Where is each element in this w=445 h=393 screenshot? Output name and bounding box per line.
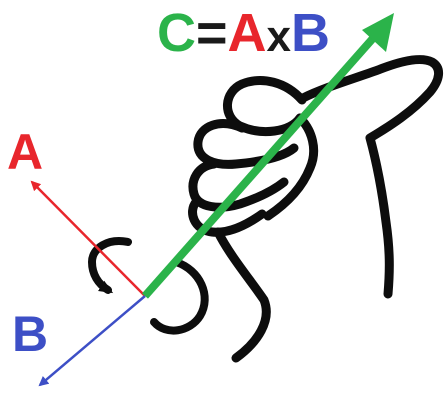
finger-4-outline [188,197,267,237]
thumb-outline [298,55,443,299]
finger-1-outline [223,76,307,136]
cross-product-equation: C=AxB [157,6,330,60]
equation-equals: = [196,3,228,63]
rotation-arrow [87,237,209,335]
equation-a: A [227,3,267,63]
vector-a-arrow [30,180,146,297]
equation-c: C [157,3,196,63]
vector-b-arrow [38,295,146,387]
fist-edge-outline [263,113,319,221]
wrist-outline [213,227,271,363]
vector-c-arrow [142,13,394,299]
rotation-arc-front [150,258,209,335]
vector-a-label: A [7,124,44,180]
rotation-arc-back [87,237,132,294]
equation-cross: x [266,12,292,61]
equation-b: B [291,3,331,63]
vector-c-arrowhead [362,13,394,52]
hand-outline [188,55,443,363]
finger-3-outline [188,159,289,212]
vector-b-label: B [12,306,49,362]
vector-c-shaft [142,33,378,299]
